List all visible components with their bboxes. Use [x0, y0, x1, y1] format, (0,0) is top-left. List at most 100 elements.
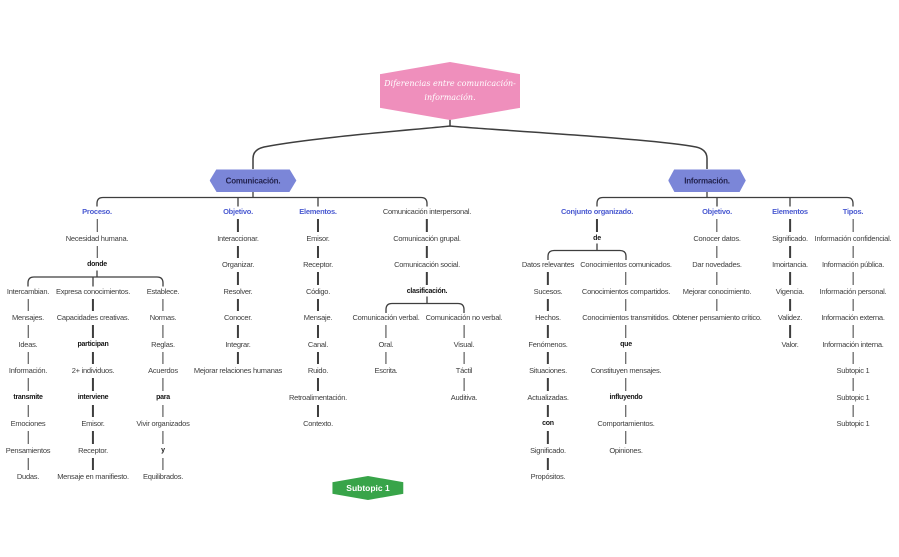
map-node-link[interactable]: con: [542, 420, 554, 427]
map-node-text[interactable]: Ruido.: [307, 366, 329, 375]
map-node-text[interactable]: Mensaje.: [303, 313, 333, 322]
map-node-text[interactable]: Significado.: [772, 233, 808, 243]
map-node-text[interactable]: Receptor.: [78, 445, 108, 455]
map-node-text[interactable]: Receptor.: [303, 260, 333, 269]
map-node-text[interactable]: Canal.: [307, 339, 329, 349]
map-node-text[interactable]: Valor.: [781, 339, 799, 349]
map-node-header[interactable]: Tipos.: [842, 207, 864, 216]
map-node-text[interactable]: Información.: [8, 366, 48, 375]
map-node-text[interactable]: Información externa.: [821, 313, 885, 322]
map-node-text[interactable]: Vigencia.: [775, 286, 805, 296]
map-node-text[interactable]: Comunicación no verbal.: [425, 313, 503, 322]
map-node-text[interactable]: Datos relevantes: [521, 260, 575, 269]
map-node-text[interactable]: Dudas.: [16, 472, 40, 481]
map-node-text[interactable]: Propósitos.: [530, 472, 566, 481]
map-node-text[interactable]: Comunicación interpersonal.: [382, 207, 472, 216]
map-node-text[interactable]: Capacidades creativas.: [56, 313, 130, 322]
map-node-text[interactable]: Comunicación verbal.: [352, 313, 420, 322]
map-node-text[interactable]: Información personal.: [819, 286, 887, 296]
map-node-text[interactable]: Interaccionar.: [217, 233, 259, 243]
map-node-text[interactable]: Emociones: [10, 419, 46, 428]
map-node-text[interactable]: Conocer datos.: [693, 233, 741, 243]
map-node-text[interactable]: Necesidad humana.: [65, 233, 129, 243]
map-node-text[interactable]: Comportamientos.: [597, 419, 655, 428]
map-node-text[interactable]: Retroalimentación.: [288, 392, 348, 402]
map-node-text[interactable]: Intercambian.: [6, 286, 50, 296]
map-node-text[interactable]: Mejorar conocimiento.: [682, 286, 752, 296]
root-topic-node[interactable]: Diferencias entre comunicación- informac…: [380, 62, 520, 120]
map-node-text[interactable]: Oral.: [378, 339, 394, 349]
map-node-text[interactable]: Opiniones.: [609, 445, 643, 455]
map-node-text[interactable]: Vivir organizados: [136, 419, 190, 428]
map-node-text[interactable]: Hechos.: [535, 313, 561, 322]
map-node-text[interactable]: Táctil: [455, 366, 473, 375]
map-node-text[interactable]: Constituyen mensajes.: [590, 366, 662, 375]
map-node-text[interactable]: Obtener pensamiento crítico.: [672, 313, 762, 322]
map-node-text[interactable]: Fenómenos.: [528, 339, 568, 349]
map-node-text[interactable]: Comunicación grupal.: [393, 233, 461, 243]
map-node-text[interactable]: Mensajes.: [12, 313, 44, 322]
map-node-text[interactable]: Emisor.: [81, 419, 105, 428]
map-node-text[interactable]: Ideas.: [18, 339, 38, 349]
branch-node-informacion[interactable]: Información.: [668, 169, 746, 192]
map-node-text[interactable]: Subtopic 1: [836, 392, 870, 402]
map-node-text[interactable]: Pensamientos: [5, 445, 51, 455]
map-node-text[interactable]: Expresa conocimientos.: [55, 286, 131, 296]
map-node-text[interactable]: Situaciones.: [529, 366, 567, 375]
branch-node-comunicacion[interactable]: Comunicación.: [209, 169, 297, 192]
map-node-link[interactable]: para: [156, 393, 170, 401]
map-node-text[interactable]: Sucesos.: [533, 286, 563, 296]
map-node-link[interactable]: donde: [87, 261, 107, 268]
map-node-link[interactable]: de: [593, 234, 601, 242]
map-node-text[interactable]: Conocer.: [223, 313, 253, 322]
map-node-text[interactable]: Auditiva.: [450, 392, 478, 402]
map-node-text[interactable]: Emisor.: [306, 233, 330, 243]
map-node-text[interactable]: 2+ individuos.: [71, 366, 115, 375]
map-node-text[interactable]: Código.: [305, 286, 331, 296]
map-node-text[interactable]: Subtopic 1: [836, 366, 870, 375]
map-node-text[interactable]: Integrar.: [225, 339, 251, 349]
map-node-text[interactable]: Significado.: [530, 445, 566, 455]
map-node-header[interactable]: Elementos.: [299, 207, 337, 216]
map-node-text[interactable]: Actualizadas.: [527, 392, 569, 402]
donde-bracket: [27, 270, 164, 287]
map-node-text[interactable]: Información interna.: [822, 339, 884, 349]
map-node-header[interactable]: Elementos: [772, 207, 808, 216]
de-bracket: [547, 243, 627, 260]
map-node-text[interactable]: Conocimientos comunicados.: [580, 260, 672, 269]
map-node-header[interactable]: Proceso.: [82, 207, 112, 216]
map-node-text[interactable]: Conocimientos compartidos.: [581, 286, 671, 296]
map-node-header[interactable]: Objetivo.: [702, 207, 732, 216]
map-node-link[interactable]: que: [620, 340, 632, 348]
map-node-text[interactable]: Contexto.: [303, 419, 333, 428]
map-node-link[interactable]: clasificación.: [406, 287, 448, 295]
map-node-link[interactable]: influyendo: [609, 393, 643, 401]
map-node-text[interactable]: Resolver.: [223, 286, 253, 296]
map-node-text[interactable]: Mensaje en manifiesto.: [57, 472, 129, 481]
map-node-link[interactable]: transmite: [13, 393, 43, 401]
map-node-header[interactable]: Objetivo.: [223, 207, 253, 216]
map-node-text[interactable]: Organizar.: [221, 260, 255, 269]
map-node-text[interactable]: Comunicación social.: [394, 260, 460, 269]
map-node-text[interactable]: Imoirtancia.: [772, 260, 808, 269]
map-node-text[interactable]: Información pública.: [821, 260, 885, 269]
connector-line: [789, 325, 791, 338]
map-node-link[interactable]: y: [161, 446, 165, 454]
map-node-text[interactable]: Visual.: [453, 339, 475, 349]
connector-line: [547, 325, 549, 338]
map-node-text[interactable]: Normas.: [149, 313, 177, 322]
map-node-text[interactable]: Escrita.: [374, 366, 398, 375]
map-node-text[interactable]: Equilibrados.: [142, 472, 184, 481]
map-node-text[interactable]: Subtopic 1: [836, 419, 870, 428]
map-node-link[interactable]: participan: [77, 340, 109, 348]
map-node-text[interactable]: Conocimientos transmitidos.: [582, 313, 670, 322]
map-node-header[interactable]: Conjunto organizado.: [560, 207, 634, 216]
map-node-text[interactable]: Información confidencial.: [814, 233, 892, 243]
map-node-text[interactable]: Mejorar relaciones humanas: [193, 366, 283, 375]
map-node-text[interactable]: Reglas.: [151, 339, 175, 349]
map-node-text[interactable]: Dar novedades.: [692, 260, 742, 269]
map-node-text[interactable]: Establece.: [146, 286, 180, 296]
map-node-text[interactable]: Acuerdos: [148, 366, 178, 375]
map-node-text[interactable]: Validez.: [777, 313, 803, 322]
map-node-link[interactable]: interviene: [77, 393, 109, 401]
